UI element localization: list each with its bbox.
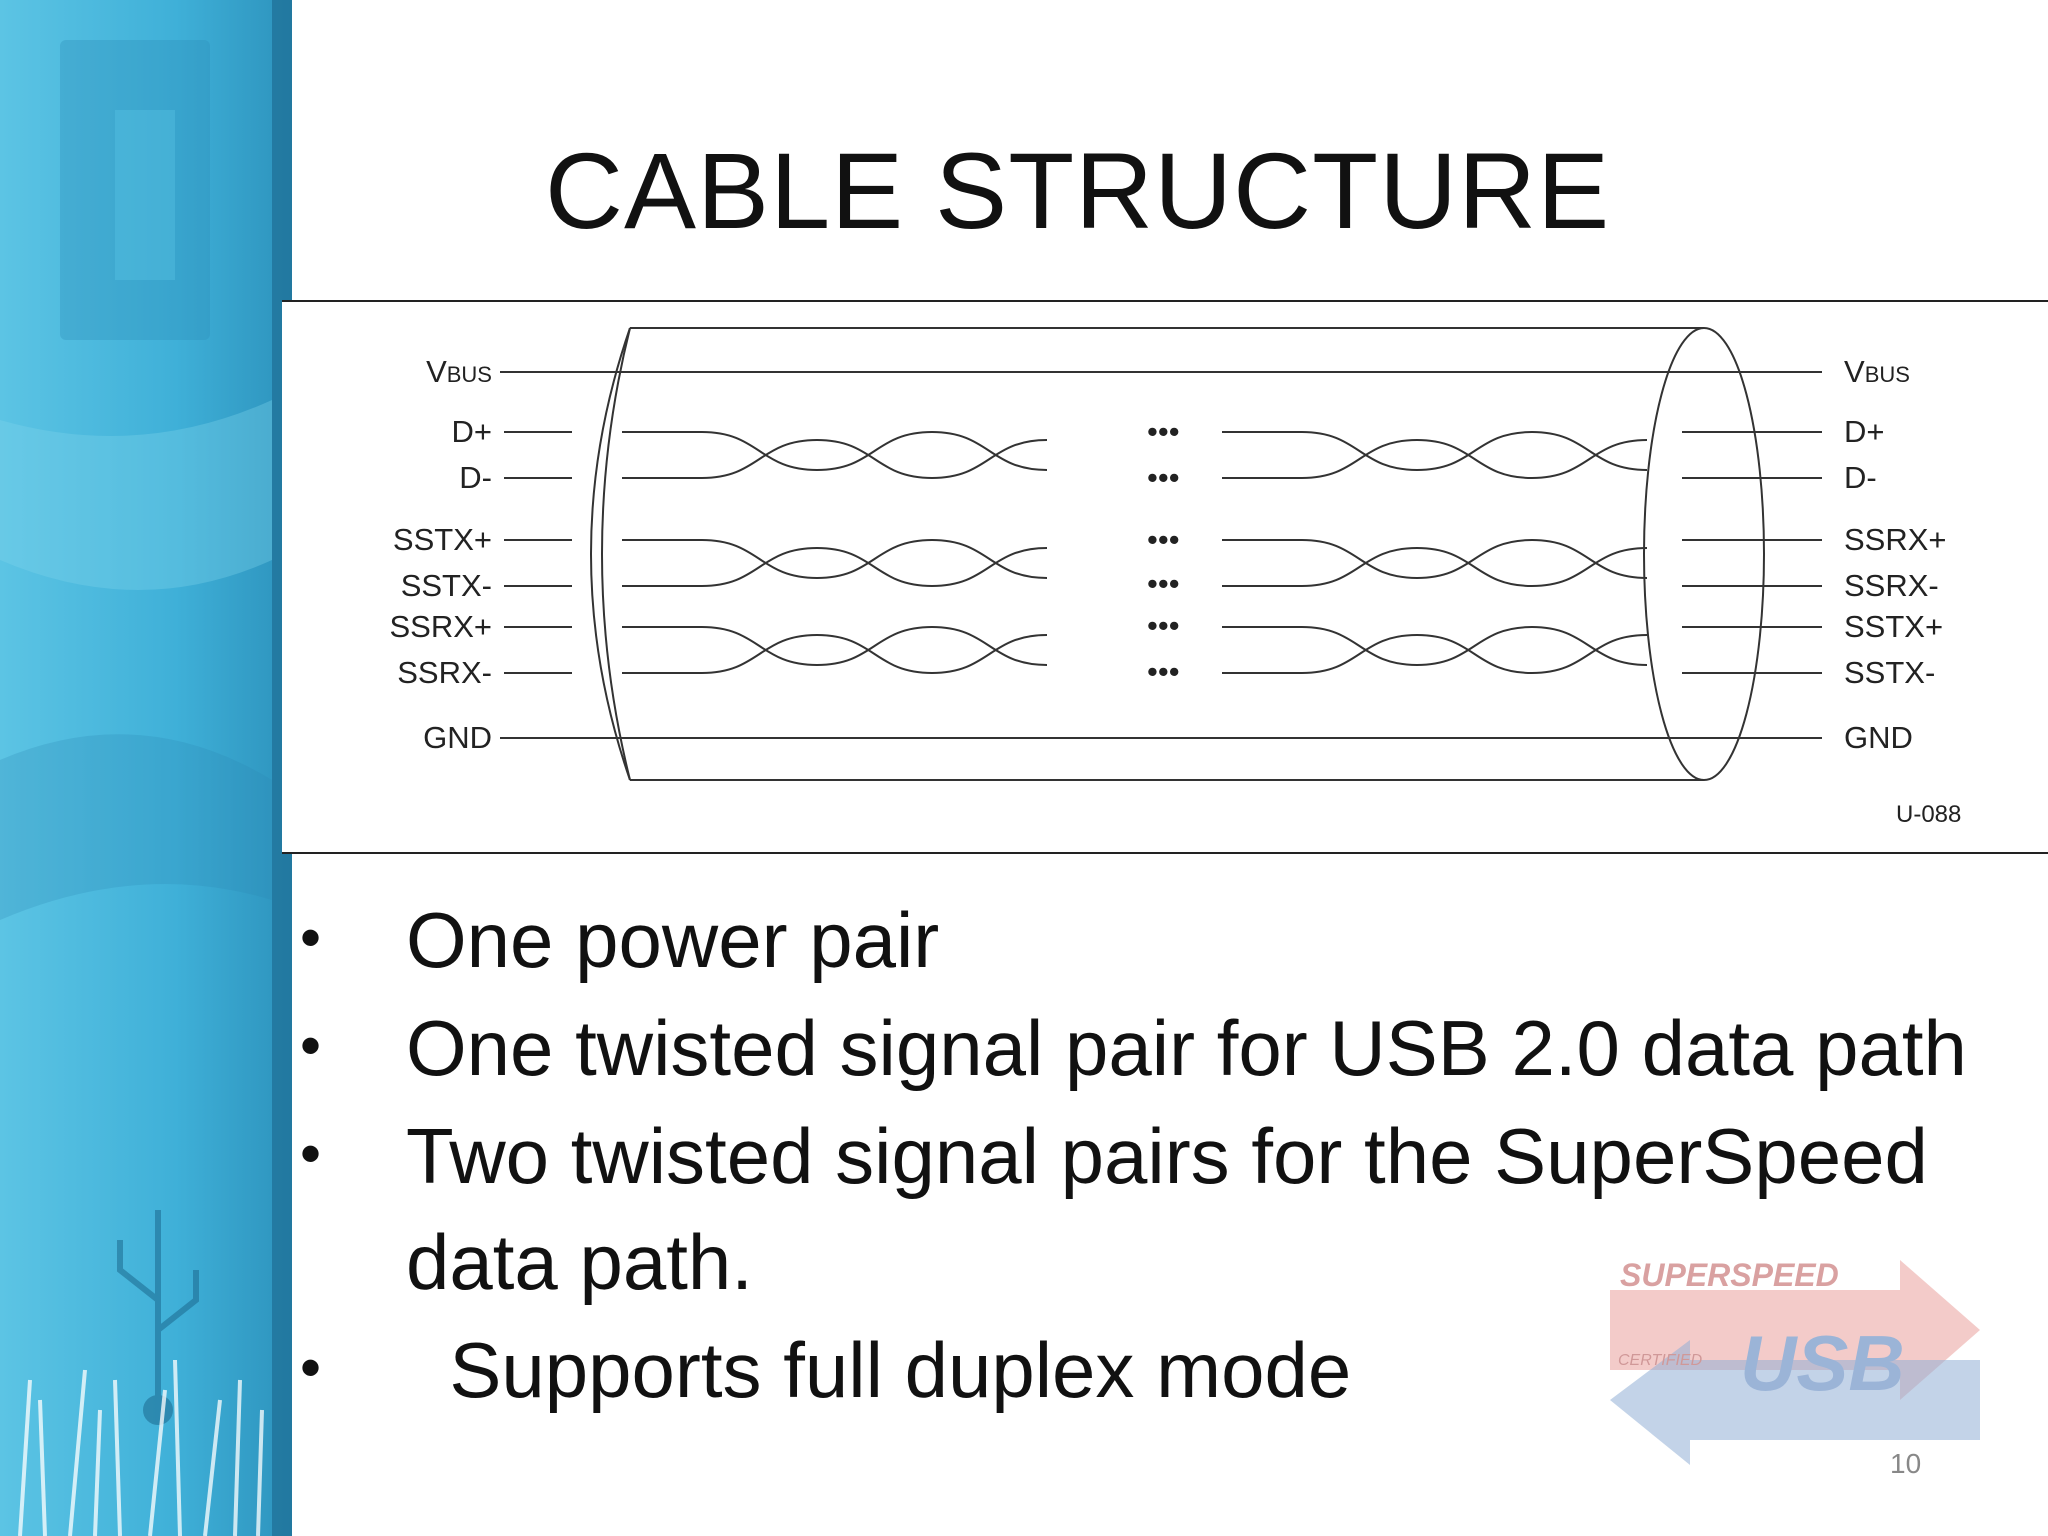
bullet-dot-icon: •	[300, 1334, 322, 1401]
bullet-text: Supports full duplex mode	[406, 1326, 1352, 1414]
label-left-gnd: GND	[423, 720, 492, 755]
label-right-dp: D+	[1844, 414, 1885, 449]
ssrx-pair-right-wire-a	[1222, 625, 1648, 667]
cable-diagram: ••• ••• ••• ••• ••• ••• VBUS D+ D- SSTX+…	[282, 300, 2048, 854]
ssrx-pair-right-wire-b	[1222, 633, 1648, 675]
label-left-sstx-p: SSTX+	[393, 522, 492, 557]
twisted-pairs	[622, 430, 1648, 675]
label-right-ssrx-m: SSRX-	[1844, 568, 1939, 603]
decorative-sidebar	[0, 0, 292, 1536]
label-left-vbus: VBUS	[426, 354, 492, 389]
usb2-pair-left-wire-b	[622, 438, 1048, 480]
label-right-ssrx-p: SSRX+	[1844, 522, 1947, 557]
sstx-pair-left-wire-a	[622, 538, 1048, 580]
sstx-pair-left-wire-b	[622, 546, 1048, 588]
ellipsis-ssrx-m: •••	[1147, 654, 1180, 689]
figure-id: U-088	[1896, 801, 1961, 828]
label-left-ssrx-m: SSRX-	[397, 655, 492, 690]
label-right-dm: D-	[1844, 460, 1877, 495]
label-right-sstx-m: SSTX-	[1844, 655, 1935, 690]
page-number: 10	[1890, 1448, 1922, 1479]
label-right-gnd: GND	[1844, 720, 1913, 755]
cable-diagram-svg: ••• ••• ••• ••• ••• ••• VBUS D+ D- SSTX+…	[389, 327, 1961, 828]
ellipsis-dm: •••	[1147, 460, 1180, 495]
sstx-pair-right-wire-a	[1222, 538, 1648, 580]
bullet-dot-icon: •	[300, 1012, 322, 1079]
ellipsis-ssrx-p: •••	[1147, 608, 1180, 643]
bullet-text: Two twisted signal pairs for the SuperSp…	[406, 1112, 1928, 1200]
usb2-pair-left-wire-a	[622, 430, 1048, 472]
label-right-sstx-p: SSTX+	[1844, 609, 1943, 644]
svg-text:USB: USB	[1740, 1319, 1905, 1407]
label-left-dp: D+	[452, 414, 493, 449]
usb2-pair-right-wire-b	[1222, 438, 1648, 480]
label-right-vbus: VBUS	[1844, 354, 1910, 389]
label-left-ssrx-p: SSRX+	[389, 609, 492, 644]
label-left-dm: D-	[459, 460, 492, 495]
sidebar-graphic	[0, 0, 292, 1536]
svg-text:CERTIFIED: CERTIFIED	[1618, 1352, 1703, 1369]
ellipsis-sstx-m: •••	[1147, 566, 1180, 601]
sstx-pair-right-wire-b	[1222, 546, 1648, 588]
bullet-text: One power pair	[406, 896, 940, 984]
superspeed-usb-logo: SUPERSPEED USB CERTIFIED	[1600, 1250, 2010, 1465]
usb-logo-icon: SUPERSPEED USB CERTIFIED	[1610, 1257, 1980, 1465]
slide-title: CABLE STRUCTURE	[545, 130, 1611, 251]
ellipsis-dp: •••	[1147, 414, 1180, 449]
bullet-dot-icon: •	[300, 904, 322, 971]
usb2-pair-right-wire-a	[1222, 430, 1648, 472]
svg-text:SUPERSPEED: SUPERSPEED	[1620, 1257, 1839, 1293]
bullet-text: One twisted signal pair for USB 2.0 data…	[406, 1004, 1967, 1092]
ellipsis-sstx-p: •••	[1147, 522, 1180, 557]
ssrx-pair-left-wire-a	[622, 625, 1048, 667]
bullet-text: data path.	[406, 1218, 753, 1306]
ssrx-pair-left-wire-b	[622, 633, 1048, 675]
bullet-dot-icon: •	[300, 1120, 322, 1187]
label-left-sstx-m: SSTX-	[401, 568, 492, 603]
